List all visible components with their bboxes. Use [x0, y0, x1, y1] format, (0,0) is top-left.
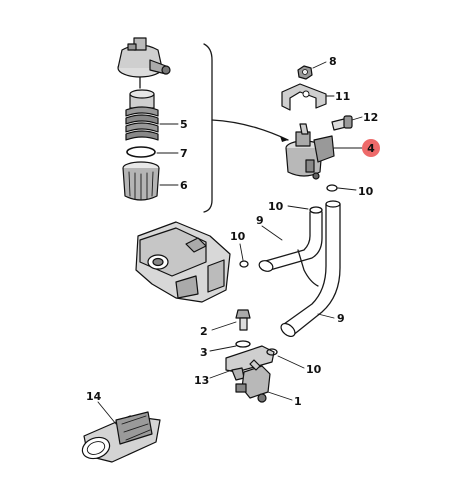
callout-4: 4	[367, 142, 375, 155]
callout-10-middle: 10	[268, 200, 284, 213]
engine-block-part	[135, 221, 231, 303]
filter-cup-part-6	[122, 161, 160, 201]
callout-1: 1	[294, 395, 302, 408]
callout-3: 3	[200, 346, 208, 359]
callout-9-upper: 9	[256, 214, 264, 227]
mount-bracket-part-11	[281, 83, 327, 111]
fuel-hose-part-9	[258, 200, 341, 338]
mount-bracket-part-13	[225, 345, 275, 381]
fuel-pump-part-4	[285, 123, 335, 180]
callouts: 5 7 6 8 11 12 4 10 10 9 10 9 2 3 10 13 1…	[86, 55, 380, 408]
callout-9-lower: 9	[337, 312, 345, 325]
callout-6: 6	[180, 179, 188, 192]
nut-part-8	[297, 65, 313, 80]
callout-13: 13	[194, 374, 209, 387]
group-leader-line	[211, 119, 289, 141]
washer-part-3	[235, 340, 251, 348]
callout-10-upper-right: 10	[358, 185, 374, 198]
callout-12: 12	[363, 111, 378, 124]
bolt-part-12	[331, 115, 353, 131]
filter-spring-part-5	[125, 89, 159, 141]
air-duct-part-14	[81, 411, 161, 463]
callout-11: 11	[335, 90, 350, 103]
pump-head-part	[117, 37, 171, 89]
bolt-part-2	[235, 309, 251, 331]
callout-10-lower: 10	[306, 363, 322, 376]
clip-part-10-middle	[309, 206, 323, 214]
callout-4-highlight	[362, 139, 380, 157]
leader-arrow	[280, 136, 288, 142]
callout-10-engine: 10	[230, 230, 246, 243]
callout-5: 5	[180, 118, 188, 131]
callout-8: 8	[329, 55, 337, 68]
o-ring-part-7	[126, 146, 156, 158]
callout-14: 14	[86, 390, 102, 403]
group-bracket	[203, 43, 213, 213]
callout-7: 7	[180, 147, 188, 160]
clip-part-10-upper-right	[326, 184, 338, 192]
callout-2: 2	[200, 325, 208, 338]
clip-part-10-lower	[266, 348, 278, 356]
clip-part-10-engine	[239, 260, 249, 268]
